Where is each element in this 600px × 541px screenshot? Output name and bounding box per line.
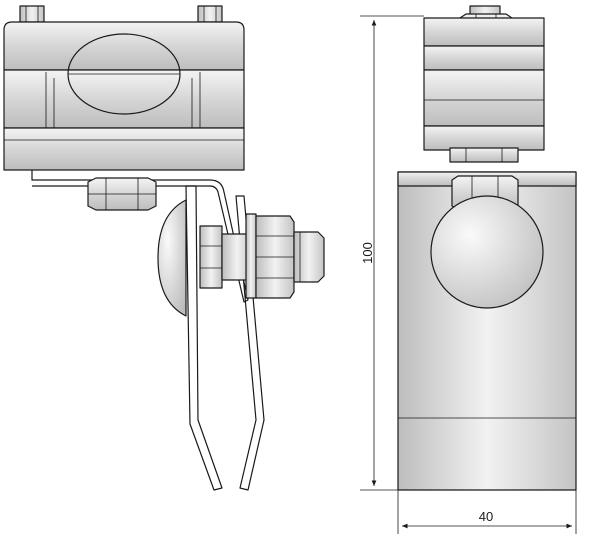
clamp-lower-half (3, 69, 245, 129)
mounting-bracket (31, 170, 249, 303)
cable-hole (67, 33, 181, 115)
side-hex-nut (245, 213, 295, 299)
front-base-nut (449, 147, 519, 163)
clamp-upper-half (3, 21, 245, 71)
bolt-end-cap (293, 231, 325, 283)
dimension-height: 100 (360, 15, 424, 491)
dome-washer (157, 199, 187, 317)
front-clamp-block (423, 17, 545, 151)
front-view (397, 5, 577, 491)
hex-nut-bottom (87, 177, 157, 211)
spring-strap (185, 185, 265, 491)
side-view (3, 5, 325, 491)
width-dimension-label: 40 (479, 509, 493, 524)
height-dimension-label: 100 (360, 242, 375, 264)
bolt-head (199, 225, 223, 289)
top-screw-left (19, 5, 45, 23)
clamp-base-plate (3, 127, 245, 171)
front-dome-washer (430, 195, 544, 309)
dimension-width: 40 (397, 490, 577, 534)
top-screw-right (197, 5, 223, 23)
